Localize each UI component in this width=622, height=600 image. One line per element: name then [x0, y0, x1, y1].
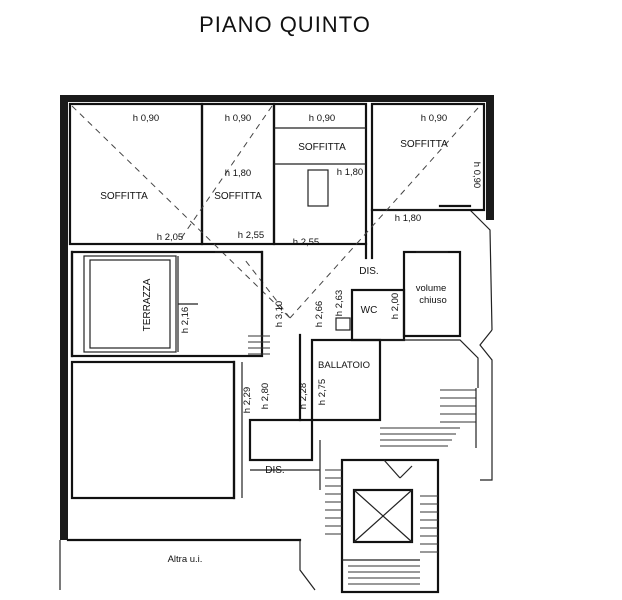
stairs-right	[380, 388, 477, 448]
height-label: h 2,55	[238, 230, 264, 241]
outer-walls	[59, 95, 494, 591]
height-label: h 1,80	[395, 213, 421, 224]
height-label: h 0,90	[225, 113, 251, 124]
stairwell-bottom	[325, 458, 440, 594]
altra-ui-unit	[70, 360, 243, 500]
room-volume-line2: chiuso	[419, 295, 446, 306]
label-altra-ui: Altra u.i.	[168, 554, 203, 565]
height-label: h 1,80	[225, 168, 251, 179]
height-label: h 2,29	[242, 387, 253, 413]
height-label: h 0,90	[471, 162, 482, 188]
stairs-center	[248, 335, 270, 355]
height-label: h 3,10	[274, 301, 285, 327]
room-dis-upper: DIS.	[359, 266, 378, 277]
height-label: h 2,05	[157, 232, 183, 243]
height-label: h 2,28	[298, 383, 309, 409]
upper-rooms	[68, 102, 486, 260]
room-terrazza: TERRAZZA	[142, 278, 153, 331]
plan-title: PIANO QUINTO	[199, 12, 371, 37]
room-soffitta-2: SOFFITTA	[214, 191, 262, 202]
height-label: h 2,16	[180, 307, 191, 333]
room-soffitta-4: SOFFITTA	[400, 139, 448, 150]
central-rooms	[248, 250, 479, 490]
height-label: h 1,80	[337, 167, 363, 178]
room-soffitta-3: SOFFITTA	[298, 142, 346, 153]
height-label: h 0,90	[421, 113, 447, 124]
height-label: h 2,00	[390, 293, 401, 319]
room-dis-lower: DIS.	[265, 465, 284, 476]
height-label: h 2,80	[260, 383, 271, 409]
terrazza-area	[70, 250, 264, 358]
roof-lines	[71, 105, 479, 319]
room-wc: WC	[361, 305, 378, 316]
height-label: h 2,55	[293, 237, 319, 248]
room-soffitta-1: SOFFITTA	[100, 191, 148, 202]
height-label: h 2,75	[317, 379, 328, 405]
room-volume-line1: volume	[416, 283, 447, 294]
height-label: h 2,66	[314, 301, 325, 327]
height-label: h 0,90	[133, 113, 159, 124]
height-label: h 0,90	[309, 113, 335, 124]
room-ballatoio: BALLATOIO	[318, 360, 370, 371]
height-label: h 2,63	[334, 290, 345, 316]
